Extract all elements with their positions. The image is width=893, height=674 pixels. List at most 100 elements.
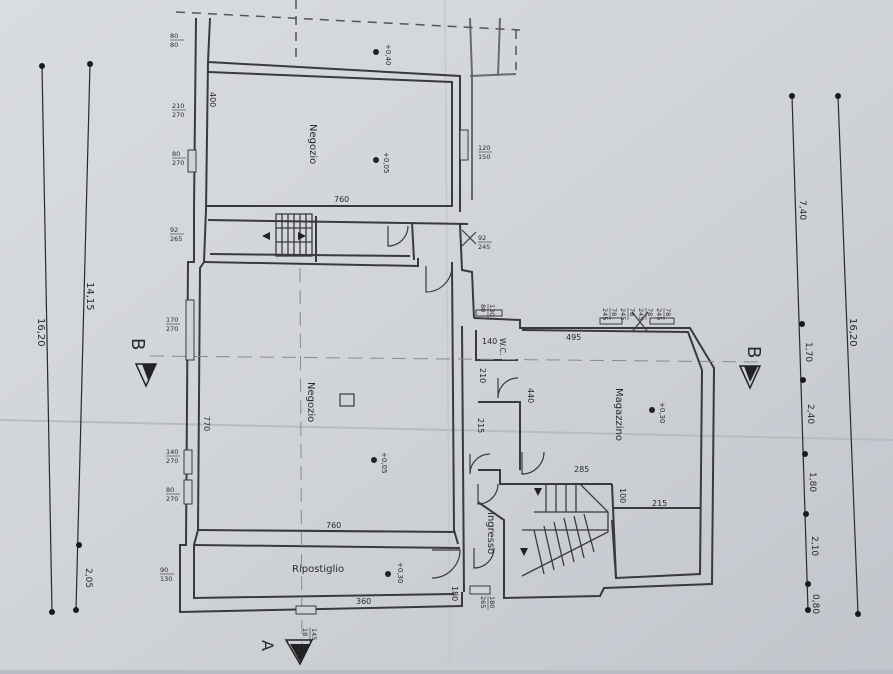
right-seg-080: 0,80 [810, 594, 820, 614]
dim-440: 440 [526, 388, 535, 403]
dim-770: 770 [202, 416, 211, 431]
svg-text:140: 140 [166, 448, 178, 456]
stair-arrow [520, 548, 528, 556]
svg-text:265: 265 [170, 235, 182, 243]
svg-text:78: 78 [664, 308, 672, 316]
section-marker-b-right: B [738, 346, 764, 390]
svg-text:B: B [743, 346, 764, 358]
svg-text:A: A [258, 640, 277, 651]
room-name-negozio-main: Negozio [305, 382, 316, 422]
boundary-dashes [175, 0, 521, 70]
svg-text:270: 270 [172, 159, 184, 167]
overall-seg-bottom: 2,05 [83, 568, 93, 588]
section-line [149, 267, 761, 651]
paper-fold [0, 419, 893, 441]
room-labels: Negozio +0,05 Negozio +0,05 Magazzino +0… [292, 44, 666, 583]
svg-text:245: 245 [478, 243, 490, 251]
svg-text:18: 18 [301, 628, 309, 636]
dim-285: 285 [574, 465, 589, 474]
right-dimension-lines [791, 95, 859, 615]
svg-text:80: 80 [170, 32, 178, 40]
left-dimension-lines [41, 63, 91, 613]
svg-text:210: 210 [172, 102, 184, 110]
dim-760b: 760 [326, 521, 341, 530]
svg-text:170: 170 [166, 316, 178, 324]
svg-text:78: 78 [610, 308, 618, 316]
dim-100: 100 [618, 488, 627, 503]
svg-text:180: 180 [488, 596, 496, 608]
level-markers [371, 49, 655, 577]
dim-360: 360 [356, 597, 371, 606]
svg-text:245: 245 [601, 308, 609, 320]
svg-text:270: 270 [166, 495, 178, 503]
dim-210: 210 [478, 368, 487, 383]
stair-arrow [262, 232, 270, 240]
svg-text:92: 92 [478, 234, 486, 242]
dim-215b: 215 [652, 499, 667, 508]
svg-text:270: 270 [166, 457, 178, 465]
right-segments: 7,40 1,70 2,40 1,80 2,10 0,80 [797, 200, 820, 614]
left-dimension-ticks [39, 61, 93, 615]
room-level-negozio-top: +0,05 [382, 152, 390, 173]
column [339, 393, 355, 407]
right-seg-240: 2,40 [805, 404, 815, 424]
svg-text:92: 92 [170, 226, 178, 234]
svg-text:80: 80 [166, 486, 174, 494]
window-marks [183, 129, 675, 615]
right-seg-180: 1,80 [807, 472, 817, 492]
paper-fold [444, 0, 451, 671]
svg-text:78: 78 [646, 308, 654, 316]
dim-215a: 215 [476, 418, 485, 433]
room-name-ingresso: Ingresso [485, 512, 496, 554]
svg-text:265: 265 [479, 596, 487, 608]
right-seg-740: 7,40 [797, 200, 807, 220]
dim-180: 180 [450, 586, 459, 601]
right-total: 16,20 [847, 318, 858, 347]
svg-text:150: 150 [478, 153, 490, 161]
room-level-ripostiglio: +0,30 [396, 562, 404, 583]
svg-text:80: 80 [479, 304, 487, 312]
dim-400: 400 [208, 92, 217, 107]
room-level-magazzino: +0,30 [658, 402, 666, 423]
walls [179, 17, 716, 614]
svg-text:130: 130 [488, 304, 496, 316]
svg-text:270: 270 [166, 325, 178, 333]
svg-text:245: 245 [637, 308, 645, 320]
overall-total-outer: 16,20 [35, 318, 46, 347]
svg-text:270: 270 [172, 111, 184, 119]
svg-text:80: 80 [172, 150, 180, 158]
outside-level: +0,40 [384, 44, 392, 65]
stair-arrow [298, 232, 306, 240]
room-name-magazzino: Magazzino [613, 388, 624, 441]
room-name-negozio-top: Negozio [307, 124, 318, 164]
stairs-corridor [275, 213, 313, 257]
svg-text:145: 145 [310, 628, 318, 640]
doors [387, 225, 649, 579]
svg-text:245: 245 [655, 308, 663, 320]
svg-text:90: 90 [160, 566, 168, 574]
dimension-labels: 400 760 770 760 360 495 440 285 215 215 … [202, 92, 667, 606]
stairs-ingresso [521, 483, 609, 577]
overall-total-inner: 14,15 [84, 282, 95, 311]
svg-text:78: 78 [628, 308, 636, 316]
stair-arrow [534, 488, 542, 496]
dim-760a: 760 [334, 195, 349, 204]
room-name-ripostiglio: Ripostiglio [292, 564, 344, 575]
